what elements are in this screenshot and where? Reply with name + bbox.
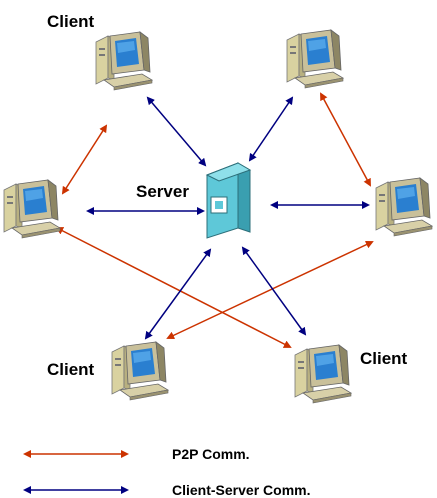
client-bottom-left — [111, 341, 169, 401]
computer-icon — [375, 177, 433, 237]
server-label: Server — [136, 182, 189, 201]
cs-arrow-bottomleft — [144, 248, 212, 340]
legend-item-client-server: Client-Server Comm. — [23, 482, 310, 498]
client-top-left — [95, 31, 153, 91]
cs-arrow-topleft — [146, 96, 207, 167]
computer-icon — [294, 344, 352, 404]
client-bottom-right — [294, 344, 352, 404]
legend: P2P Comm. Client-Server Comm. — [23, 446, 310, 498]
client-label-bottom-right: Client — [360, 349, 408, 368]
p2p-arrow-right-to-bottomleft — [166, 240, 374, 340]
computer-icon — [3, 179, 61, 239]
client-label-top-left: Client — [47, 12, 95, 31]
cs-arrow-bottomright — [241, 246, 307, 336]
p2p-arrow-topright-to-right — [320, 92, 371, 187]
client-server-connections — [86, 96, 370, 340]
client-left — [3, 179, 61, 239]
computer-icon — [286, 29, 344, 89]
legend-client-server-label: Client-Server Comm. — [172, 482, 310, 498]
client-right — [375, 177, 433, 237]
client-top-right — [286, 29, 344, 89]
p2p-arrow-left-to-bottomright — [55, 227, 292, 348]
server-icon — [205, 162, 252, 239]
server — [205, 162, 252, 239]
computer-icon — [111, 341, 169, 401]
legend-item-p2p: P2P Comm. — [23, 446, 250, 462]
p2p-arrow-topleft-to-left — [61, 124, 108, 195]
client-label-bottom-left: Client — [47, 360, 95, 379]
cs-arrow-topright — [248, 96, 294, 162]
computer-icon — [95, 31, 153, 91]
legend-p2p-label: P2P Comm. — [172, 446, 250, 462]
